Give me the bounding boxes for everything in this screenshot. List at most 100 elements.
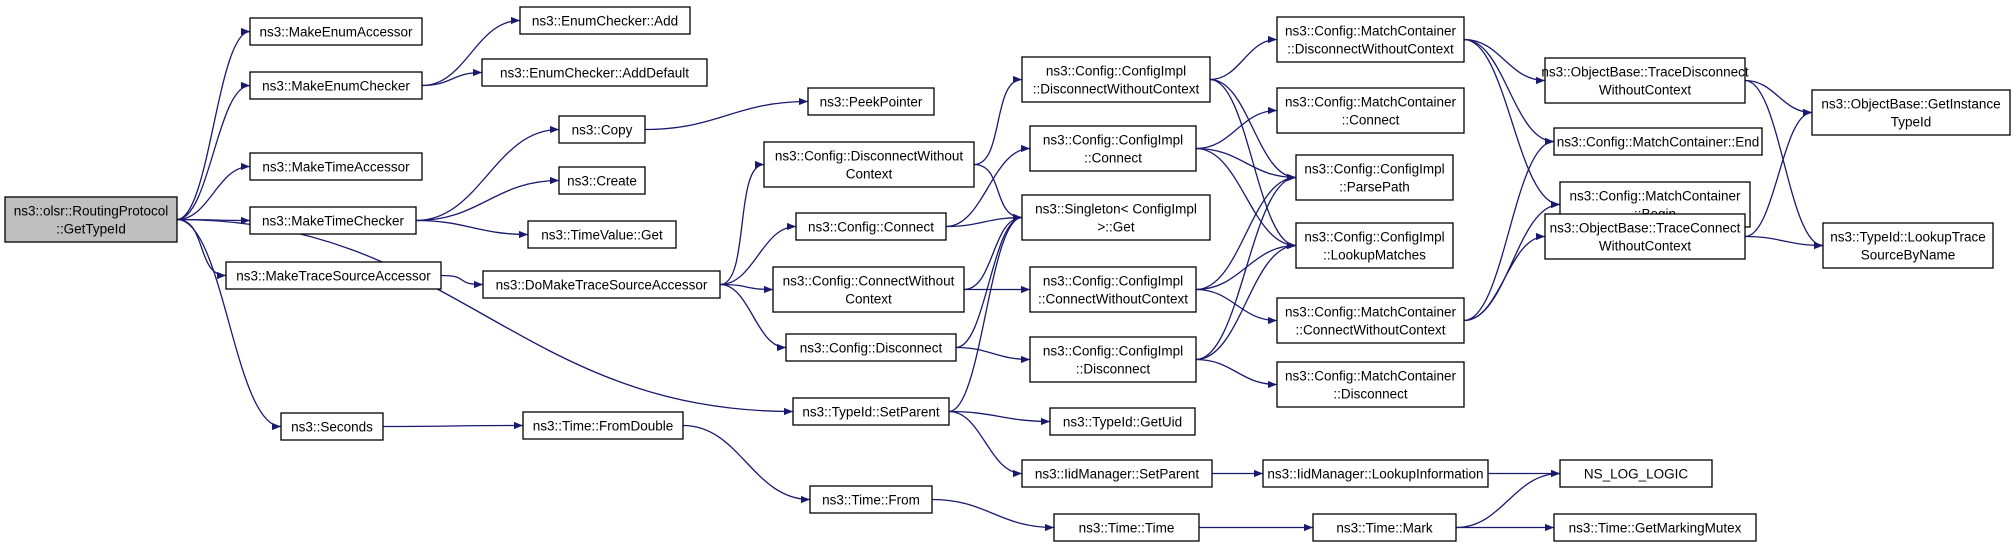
node-label: ns3::Config::MatchContainer xyxy=(1285,24,1457,39)
node-obTraceDisconnect[interactable]: ns3::ObjectBase::TraceDisconnectWithoutC… xyxy=(1541,57,1749,104)
node-label: ns3::TimeValue::Get xyxy=(541,228,663,243)
node-root[interactable]: ns3::olsr::RoutingProtocol::GetTypeId xyxy=(4,196,178,243)
edge-makeEnumChecker-to-enumCheckerAdd xyxy=(421,16,521,87)
edge-mcDisconnectWithoutContext-to-obTraceDisconnect xyxy=(1463,38,1546,85)
node-label: ns3::Time::FromDouble xyxy=(533,419,674,434)
node-configConnectWithoutContext[interactable]: ns3::Config::ConnectWithoutContext xyxy=(772,266,965,313)
edge-doMakeTraceSourceAccessor-to-configDisconnect xyxy=(719,283,787,352)
node-copy[interactable]: ns3::Copy xyxy=(558,115,646,144)
node-enumCheckerAddDefault[interactable]: ns3::EnumChecker::AddDefault xyxy=(481,58,708,87)
edge-root-to-seconds xyxy=(176,218,282,431)
node-nsLogLogic[interactable]: NS_LOG_LOGIC xyxy=(1559,459,1713,488)
node-mcConnectWithoutContext[interactable]: ns3::Config::MatchContainer::ConnectWith… xyxy=(1276,297,1465,344)
edge-obTraceConnect-to-obGetInstanceTypeId xyxy=(1744,108,1813,238)
node-peekPointer[interactable]: ns3::PeekPointer xyxy=(807,87,935,116)
node-timeValueGet[interactable]: ns3::TimeValue::Get xyxy=(527,220,677,249)
node-implDisconnect[interactable]: ns3::Config::ConfigImpl::Disconnect xyxy=(1029,336,1197,383)
node-seconds[interactable]: ns3::Seconds xyxy=(280,412,384,441)
node-obTraceConnect[interactable]: ns3::ObjectBase::TraceConnectWithoutCont… xyxy=(1544,213,1746,260)
node-label: ns3::Config::Connect xyxy=(808,220,934,235)
node-box xyxy=(1559,459,1713,488)
edge-doMakeTraceSourceAccessor-to-configDisconnectWithoutContext xyxy=(719,160,765,286)
node-implConnectWithoutContext[interactable]: ns3::Config::ConfigImpl::ConnectWithoutC… xyxy=(1029,266,1197,313)
node-timeFrom[interactable]: ns3::Time::From xyxy=(809,485,933,514)
node-box xyxy=(1295,222,1454,269)
node-label: ns3::Config::MatchContainer xyxy=(1285,305,1457,320)
node-box xyxy=(519,6,691,35)
node-implParsePath[interactable]: ns3::Config::ConfigImpl::ParsePath xyxy=(1295,154,1454,201)
node-configDisconnectWithoutContext[interactable]: ns3::Config::DisconnectWithoutContext xyxy=(763,141,975,188)
node-typeIdSetParent[interactable]: ns3::TypeId::SetParent xyxy=(792,397,950,426)
node-timeMark[interactable]: ns3::Time::Mark xyxy=(1312,513,1457,542)
node-label: ns3::Config::ConfigImpl xyxy=(1304,162,1444,177)
node-label: ns3::EnumChecker::Add xyxy=(532,14,678,29)
node-label: ns3::EnumChecker::AddDefault xyxy=(500,66,689,81)
node-label: ns3::MakeTimeChecker xyxy=(262,214,405,229)
node-label: ::Disconnect xyxy=(1333,387,1408,402)
node-label: ns3::Time::Mark xyxy=(1336,521,1433,536)
node-label: ns3::PeekPointer xyxy=(820,95,923,110)
node-box xyxy=(1029,125,1197,172)
edge-configDisconnect-to-implDisconnect xyxy=(955,346,1031,364)
node-box xyxy=(1544,213,1746,260)
node-box xyxy=(795,212,947,241)
node-makeEnumAccessor[interactable]: ns3::MakeEnumAccessor xyxy=(249,17,423,46)
node-configConnect[interactable]: ns3::Config::Connect xyxy=(795,212,947,241)
node-box xyxy=(785,333,957,362)
node-label: ::Connect xyxy=(1084,151,1142,166)
node-makeTimeAccessor[interactable]: ns3::MakeTimeAccessor xyxy=(249,152,423,181)
node-doMakeTraceSourceAccessor[interactable]: ns3::DoMakeTraceSourceAccessor xyxy=(482,270,721,299)
node-makeTimeChecker[interactable]: ns3::MakeTimeChecker xyxy=(249,206,417,235)
node-box xyxy=(249,17,423,46)
node-label: ns3::MakeEnumChecker xyxy=(262,79,410,94)
node-label: ns3::Seconds xyxy=(291,420,373,435)
node-box xyxy=(522,411,684,440)
edge-implDisconnectWithoutContext-to-implLookupMatches xyxy=(1209,78,1297,250)
edge-configDisconnect-to-singletonGet xyxy=(955,213,1023,349)
edge-copy-to-peekPointer xyxy=(644,97,809,131)
edge-makeTimeChecker-to-copy xyxy=(415,125,560,222)
node-label: ns3::MakeTimeAccessor xyxy=(262,160,410,175)
node-box xyxy=(1553,513,1757,542)
node-mcConnect[interactable]: ns3::Config::MatchContainer::Connect xyxy=(1276,87,1465,134)
edge-implDisconnectWithoutContext-to-implParsePath xyxy=(1209,78,1297,182)
node-label: ::Connect xyxy=(1342,113,1400,128)
node-box xyxy=(1029,336,1197,383)
node-implDisconnectWithoutContext[interactable]: ns3::Config::ConfigImpl::DisconnectWitho… xyxy=(1021,56,1211,103)
node-box xyxy=(1544,57,1746,104)
node-iidManagerSetParent[interactable]: ns3::IidManager::SetParent xyxy=(1021,459,1213,488)
node-box xyxy=(280,412,384,441)
node-makeEnumChecker[interactable]: ns3::MakeEnumChecker xyxy=(249,71,423,100)
node-label: ns3::TypeId::GetUid xyxy=(1063,415,1182,430)
edge-typeIdSetParent-to-iidManagerSetParent xyxy=(948,410,1023,478)
node-label: ::LookupMatches xyxy=(1323,248,1426,263)
node-label: ns3::Config::ConnectWithout xyxy=(783,274,955,289)
node-mcDisconnectWithoutContext[interactable]: ns3::Config::MatchContainer::DisconnectW… xyxy=(1276,16,1465,63)
node-singletonGet[interactable]: ns3::Singleton< ConfigImpl >::Get xyxy=(1021,194,1211,241)
node-label: ns3::Config::MatchContainer xyxy=(1285,369,1457,384)
node-configDisconnect[interactable]: ns3::Config::Disconnect xyxy=(785,333,957,362)
node-implConnect[interactable]: ns3::Config::ConfigImpl::Connect xyxy=(1029,125,1197,172)
node-enumCheckerAdd[interactable]: ns3::EnumChecker::Add xyxy=(519,6,691,35)
node-makeTraceSourceAccessor[interactable]: ns3::MakeTraceSourceAccessor xyxy=(225,261,442,290)
node-timeTime[interactable]: ns3::Time::Time xyxy=(1053,513,1200,542)
node-timeGetMarkingMutex[interactable]: ns3::Time::GetMarkingMutex xyxy=(1553,513,1757,542)
edge-mcConnectWithoutContext-to-obTraceConnect xyxy=(1463,232,1546,322)
node-label: ns3::ObjectBase::TraceConnect xyxy=(1550,221,1741,236)
node-box xyxy=(481,58,708,87)
node-mcEnd[interactable]: ns3::Config::MatchContainer::End xyxy=(1553,127,1763,156)
node-implLookupMatches[interactable]: ns3::Config::ConfigImpl::LookupMatches xyxy=(1295,222,1454,269)
node-timeFromDouble[interactable]: ns3::Time::FromDouble xyxy=(522,411,684,440)
node-create[interactable]: ns3::Create xyxy=(558,166,646,195)
node-box xyxy=(1021,194,1211,241)
node-typeIdGetUid[interactable]: ns3::TypeId::GetUid xyxy=(1049,407,1196,436)
node-label: Context xyxy=(846,167,893,182)
node-iidManagerLookupInformation[interactable]: ns3::IidManager::LookupInformation xyxy=(1262,459,1489,488)
node-label: ::Disconnect xyxy=(1076,362,1151,377)
node-box xyxy=(558,166,646,195)
edge-implConnect-to-implLookupMatches xyxy=(1195,147,1297,250)
node-mcDisconnect[interactable]: ns3::Config::MatchContainer::Disconnect xyxy=(1276,361,1465,408)
